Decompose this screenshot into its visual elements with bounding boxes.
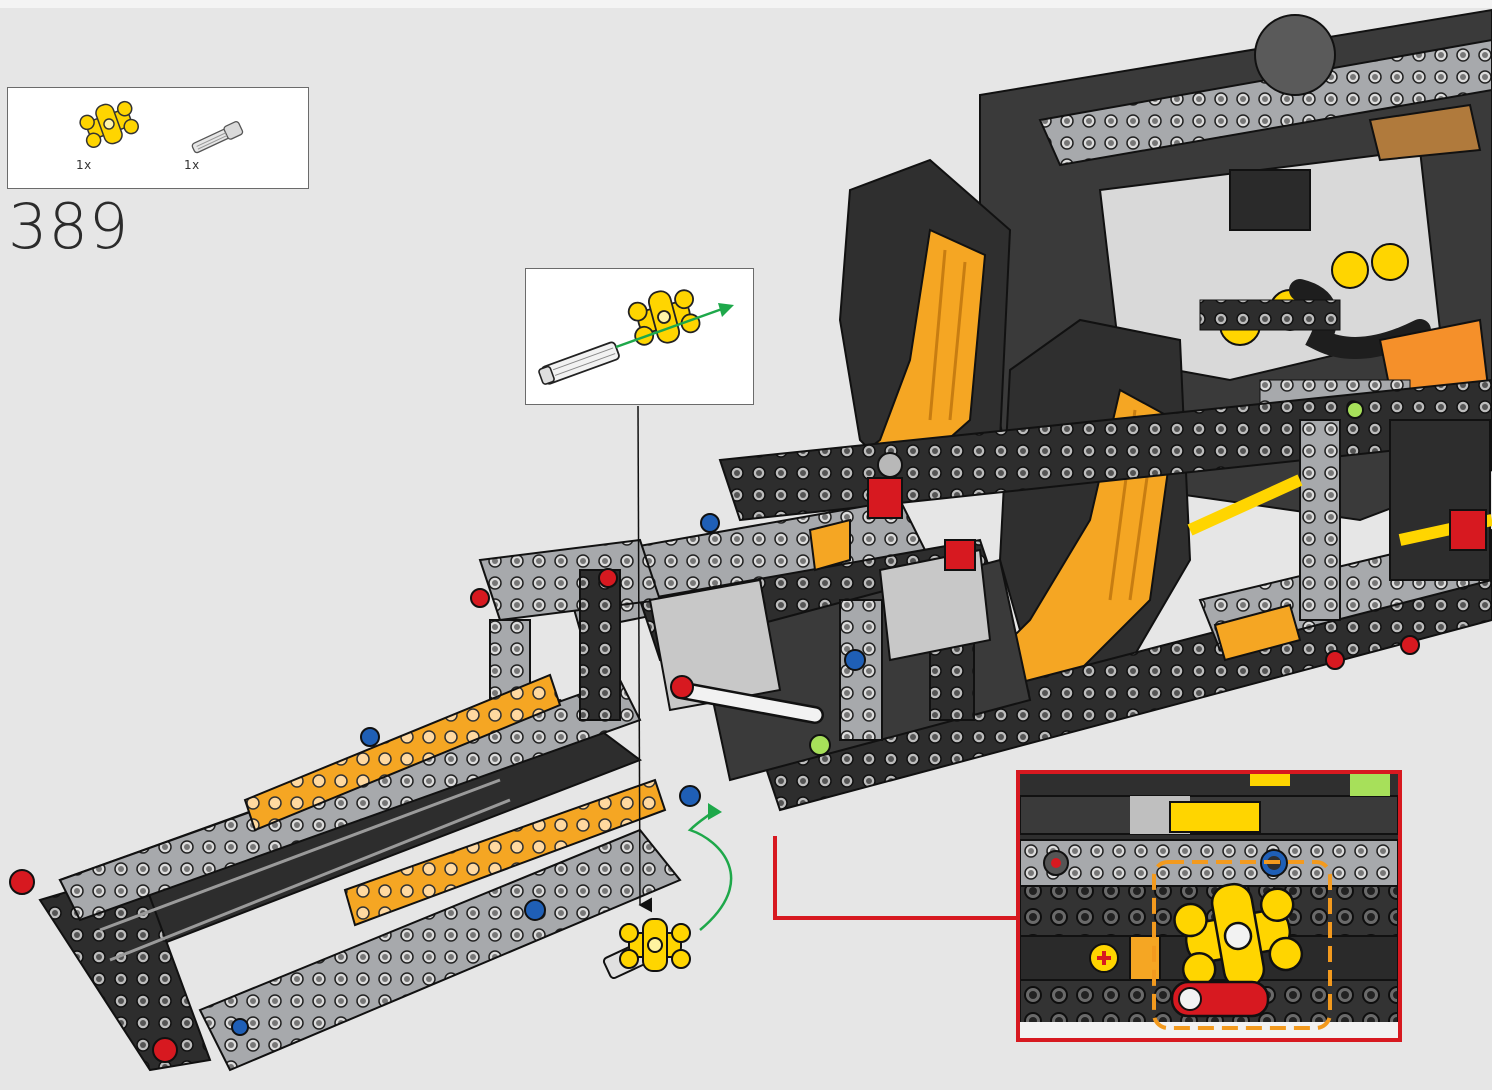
zoom-detail bbox=[1020, 774, 1398, 1038]
red-pins bbox=[9, 477, 1487, 1063]
pins bbox=[9, 401, 1487, 1063]
top-strip bbox=[0, 0, 1492, 8]
highlight-dashed-box bbox=[1152, 860, 1332, 1030]
gray-axle-pin-quantity: 1x bbox=[184, 158, 200, 172]
install-part bbox=[602, 918, 691, 980]
yellow-connector-icon bbox=[79, 100, 139, 148]
green-arrow-icon bbox=[718, 303, 734, 317]
zoom-yellow-connector-icon bbox=[1173, 882, 1304, 990]
sub-assembly-diagram bbox=[538, 289, 734, 385]
sub-assembly-box bbox=[525, 268, 754, 405]
step-number: 389 bbox=[8, 190, 130, 263]
gray-axle-pin-icon bbox=[191, 121, 244, 154]
yellow-connector-quantity: 1x bbox=[76, 158, 92, 172]
callout-leader-line bbox=[773, 836, 1018, 920]
parts-list-box: 1x 1x bbox=[7, 87, 309, 189]
assembly-arrows bbox=[637, 405, 733, 931]
blue-pins bbox=[231, 513, 866, 1036]
zoom-callout bbox=[1016, 770, 1402, 1042]
orange-beams bbox=[243, 518, 1302, 927]
